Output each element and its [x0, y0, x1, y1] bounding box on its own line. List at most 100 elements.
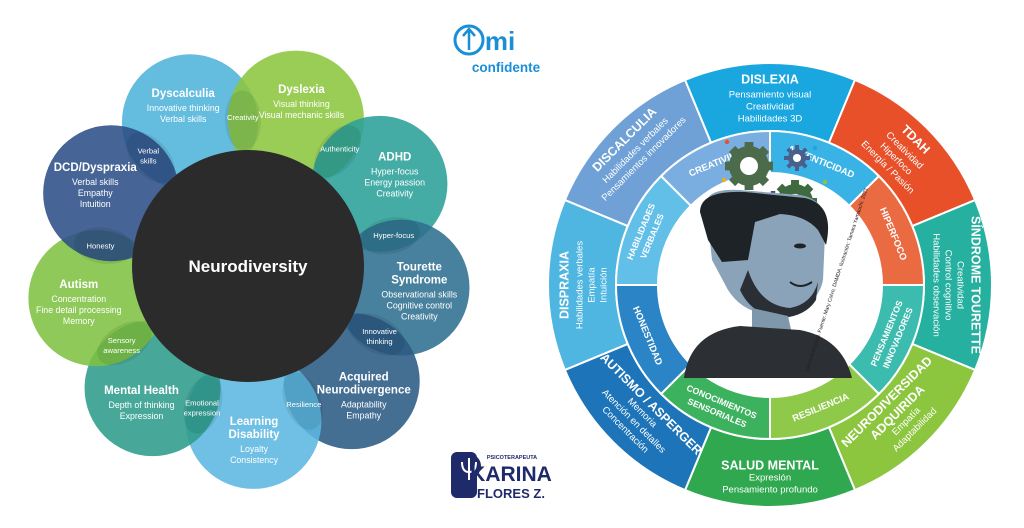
segment-trait: Control cognitivo [942, 250, 953, 321]
beard-shape [740, 270, 818, 318]
segment-title: DISPRAXIA [557, 251, 571, 319]
body-shape [684, 326, 852, 378]
overlap-text: thinking [366, 337, 392, 346]
petal-title: Autism [59, 279, 98, 291]
segment-trait: Habilidades observación [930, 233, 941, 337]
petal-title: Neurodivergence [317, 385, 411, 397]
overlap-lens [224, 90, 261, 151]
petal-title: Learning [230, 416, 279, 428]
petal-trait: Loyalty [240, 444, 268, 454]
segment-trait: Empatía [587, 267, 598, 303]
smile-shape [789, 281, 813, 287]
overlap-text: Innovative [362, 327, 397, 336]
petal-trait: Empathy [78, 188, 113, 198]
segment-trait: Creatividad [954, 261, 965, 309]
logo-mi-text: mi [485, 26, 515, 56]
logo-karina-text: KARINA [470, 463, 552, 486]
petal-trait: Verbal skills [72, 177, 119, 187]
petal-title: Acquired [339, 372, 389, 384]
overlap-label: Authenticity [320, 145, 359, 154]
overlap-text: Verbal [138, 146, 160, 155]
spark-icon [721, 177, 727, 183]
overlap-label: Resilience [286, 400, 321, 409]
hair-shape [700, 191, 829, 262]
logo-psicoterapeuta-text: PSICOTERAPEUTA [487, 455, 537, 461]
petal-trait: Hyper-focus [371, 166, 419, 176]
overlap-lens [282, 372, 323, 430]
petal-trait: Intuition [80, 199, 111, 209]
segment-trait: Habilidades 3D [738, 114, 803, 125]
petal-title: Mental Health [104, 385, 179, 397]
segment-trait: Habilidades verbales [575, 241, 586, 329]
petal-trait: Concentration [51, 294, 106, 304]
overlap-lens [183, 375, 223, 434]
psi-icon [461, 458, 477, 480]
overlap-label: Hyper-focus [373, 231, 414, 240]
gear-icon [784, 145, 810, 171]
petal-trait: Visual thinking [273, 99, 330, 109]
overlap-text: Sensory [108, 336, 136, 345]
overlap-text: expression [184, 409, 221, 418]
petal-title: DCD/Dyspraxia [54, 162, 138, 174]
overlap-lens [360, 217, 421, 255]
overlap-lens [314, 125, 361, 178]
petal-trait: Adaptability [341, 400, 387, 410]
petal-autism [28, 230, 165, 367]
segment-title: SALUD MENTAL [721, 458, 819, 472]
petal-text-acquired: AcquiredNeurodivergenceAdaptabilityEmpat… [317, 372, 411, 421]
petal-title: Dyslexia [278, 84, 325, 96]
segment-title: DISLEXIA [741, 72, 799, 86]
segment-trait: Expresión [749, 473, 791, 484]
overlap-text: Authenticity [320, 145, 359, 154]
segment-trait: Intuición [599, 267, 610, 302]
petal-trait: Innovative thinking [147, 103, 220, 113]
overlap-text: skills [140, 156, 157, 165]
petal-trait: Creativity [376, 188, 413, 198]
overlap-lens [97, 321, 152, 366]
psi-icon [462, 27, 476, 50]
gear-icon [725, 142, 773, 190]
petal-trait: Expression [120, 411, 164, 421]
overlap-lens [126, 132, 175, 184]
overlap-text: awareness [103, 346, 140, 355]
petal-trait: Cognitive control [387, 301, 453, 311]
petal-trait: Energy passion [364, 177, 425, 187]
overlap-text: Hyper-focus [373, 231, 414, 240]
segment-trait: Pensamiento profundo [722, 485, 818, 496]
petal-trait: Depth of thinking [108, 400, 174, 410]
eye-icon [794, 243, 806, 249]
petal-title: Tourette [397, 262, 442, 274]
petal-trait: Consistency [230, 455, 279, 465]
overlap-text: Emotional [185, 399, 219, 408]
segment-title: SÍNDROME TOURETTE [969, 216, 984, 354]
petal-trait: Verbal skills [160, 114, 207, 124]
segment-trait: Pensamiento visual [729, 90, 811, 101]
person-with-gears-illustration [684, 139, 852, 378]
overlap-text: Resilience [286, 400, 321, 409]
petal-title: Dyscalculia [152, 88, 216, 100]
petal-trait: Fine detail processing [36, 305, 122, 315]
spark-icon [812, 145, 818, 151]
overlap-label: Creativity [227, 113, 259, 122]
petal-title: Syndrome [391, 275, 447, 287]
petal-title: ADHD [378, 151, 411, 163]
petal-trait: Empathy [346, 411, 381, 421]
petal-trait: Creativity [401, 312, 438, 322]
